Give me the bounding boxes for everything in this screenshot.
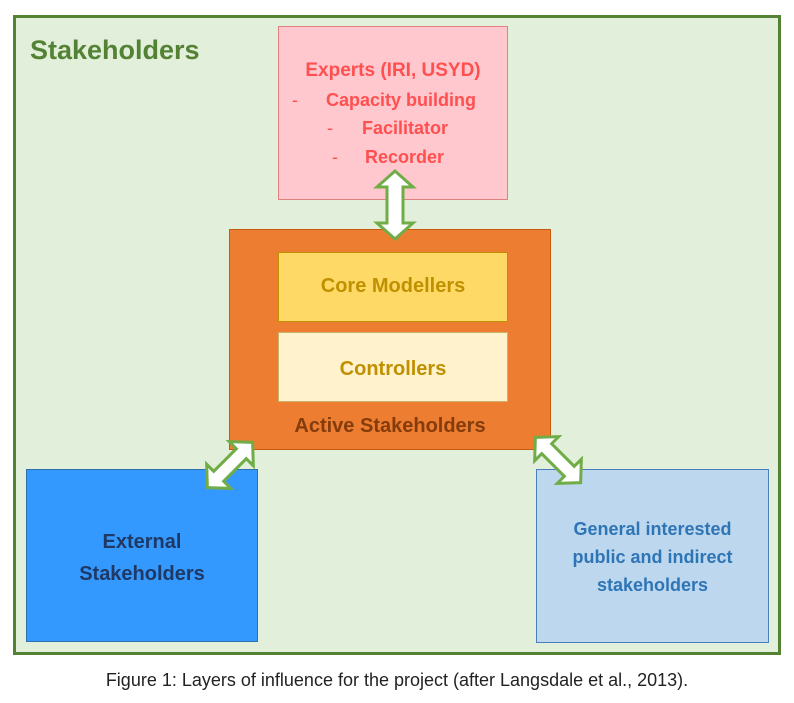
general-label-line-2: public and indirect [572, 547, 733, 567]
external-stakeholders-label: External Stakeholders [27, 526, 257, 590]
experts-item-recorder: Recorder [365, 147, 445, 167]
double-arrow-active-general [533, 435, 583, 485]
general-public-box: General interested public and indirect s… [536, 469, 769, 643]
experts-bullet-2: - [327, 118, 333, 138]
general-public-label: General interested public and indirect s… [537, 515, 768, 599]
experts-item-facilitator: Facilitator [362, 118, 449, 138]
caption-text: Layers of influence for the project (aft… [176, 670, 689, 690]
diagram-title: Stakeholders [30, 35, 200, 65]
experts-bullet-3: - [332, 147, 338, 167]
general-label-line-3: stakeholders [596, 575, 709, 595]
double-arrow-shape [533, 435, 583, 485]
external-label-line-1: External [102, 531, 182, 553]
double-arrow-shape [373, 168, 417, 242]
double-arrow-active-external [205, 440, 255, 490]
experts-heading: Experts (IRI, USYD) [305, 60, 481, 81]
core-modellers-box: Core Modellers [278, 252, 508, 322]
general-label-line-1: General interested [573, 519, 732, 539]
active-stakeholders-label: Active Stakeholders [294, 415, 486, 437]
experts-bullet-1: - [292, 90, 298, 110]
double-arrow-shape [205, 440, 255, 490]
controllers-box: Controllers [278, 332, 508, 402]
figure-caption: Figure 1: Layers of influence for the pr… [0, 670, 794, 691]
controllers-label: Controllers [339, 358, 447, 380]
experts-item-capacity-building: Capacity building [326, 90, 477, 110]
core-modellers-label: Core Modellers [320, 275, 466, 297]
external-label-line-2: Stakeholders [79, 563, 205, 585]
double-arrow-experts-active [373, 168, 417, 242]
caption-label: Figure 1: [105, 670, 177, 690]
external-stakeholders-box: External Stakeholders [26, 469, 258, 642]
